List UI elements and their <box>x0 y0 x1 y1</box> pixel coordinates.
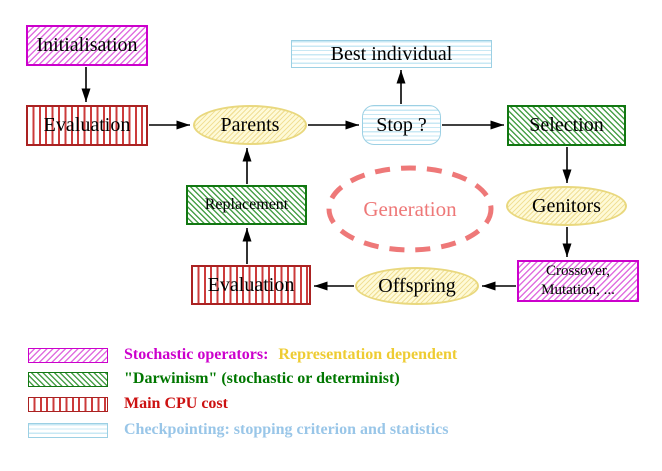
node-parents: Parents <box>193 105 307 145</box>
legend-checkpointing-label: Checkpointing: stopping criterion and st… <box>124 421 449 438</box>
node-initialisation: Initialisation <box>26 25 148 66</box>
node-genitors: Genitors <box>506 186 627 226</box>
generation-loop-label: Generation <box>330 195 490 223</box>
node-crossover-line1: Crossover, <box>546 263 610 280</box>
green-hatch-swatch-icon <box>28 371 108 387</box>
node-stop-label: Stop ? <box>376 113 427 136</box>
legend-row-checkpointing: Checkpointing: stopping criterion and st… <box>28 420 448 440</box>
legend-representation-label: Representation dependent <box>278 346 458 363</box>
legend-stochastic-label: Stochastic operators: <box>124 346 269 363</box>
node-replacement-label: Replacement <box>204 196 289 213</box>
cyan-stripes-swatch-icon <box>28 422 108 438</box>
node-parents-label: Parents <box>220 113 280 136</box>
legend-row-darwinism: "Darwinism" (stochastic or determinist) <box>28 369 400 389</box>
legend-cpu-cost-label: Main CPU cost <box>124 395 228 412</box>
node-initialisation-label: Initialisation <box>36 34 138 56</box>
legend-darwinism-label: "Darwinism" (stochastic or determinist) <box>124 370 400 387</box>
node-evaluation-top-label: Evaluation <box>43 114 131 136</box>
magenta-hatch-swatch-icon <box>28 347 108 363</box>
legend-row-stochastic: Stochastic operators: Representation dep… <box>28 345 457 365</box>
node-crossover-mutation: Crossover, Mutation, ... <box>517 260 639 302</box>
node-evaluation-bottom-label: Evaluation <box>207 273 295 296</box>
node-best-individual-label: Best individual <box>330 42 453 65</box>
node-crossover-line2: Mutation, ... <box>541 282 615 298</box>
node-selection-label: Selection <box>529 114 604 136</box>
node-evaluation-top: Evaluation <box>26 105 148 146</box>
node-offspring-label: Offspring <box>378 274 456 297</box>
generation-loop-text: Generation <box>363 196 457 221</box>
node-best-individual: Best individual <box>291 40 492 68</box>
red-stripes-swatch-icon <box>28 396 108 412</box>
node-offspring: Offspring <box>355 267 479 305</box>
node-stop: Stop ? <box>362 105 441 145</box>
node-selection: Selection <box>507 105 626 146</box>
node-replacement: Replacement <box>186 185 307 225</box>
node-evaluation-bottom: Evaluation <box>191 265 311 305</box>
legend-row-cpu-cost: Main CPU cost <box>28 394 228 414</box>
node-genitors-label: Genitors <box>532 194 601 217</box>
